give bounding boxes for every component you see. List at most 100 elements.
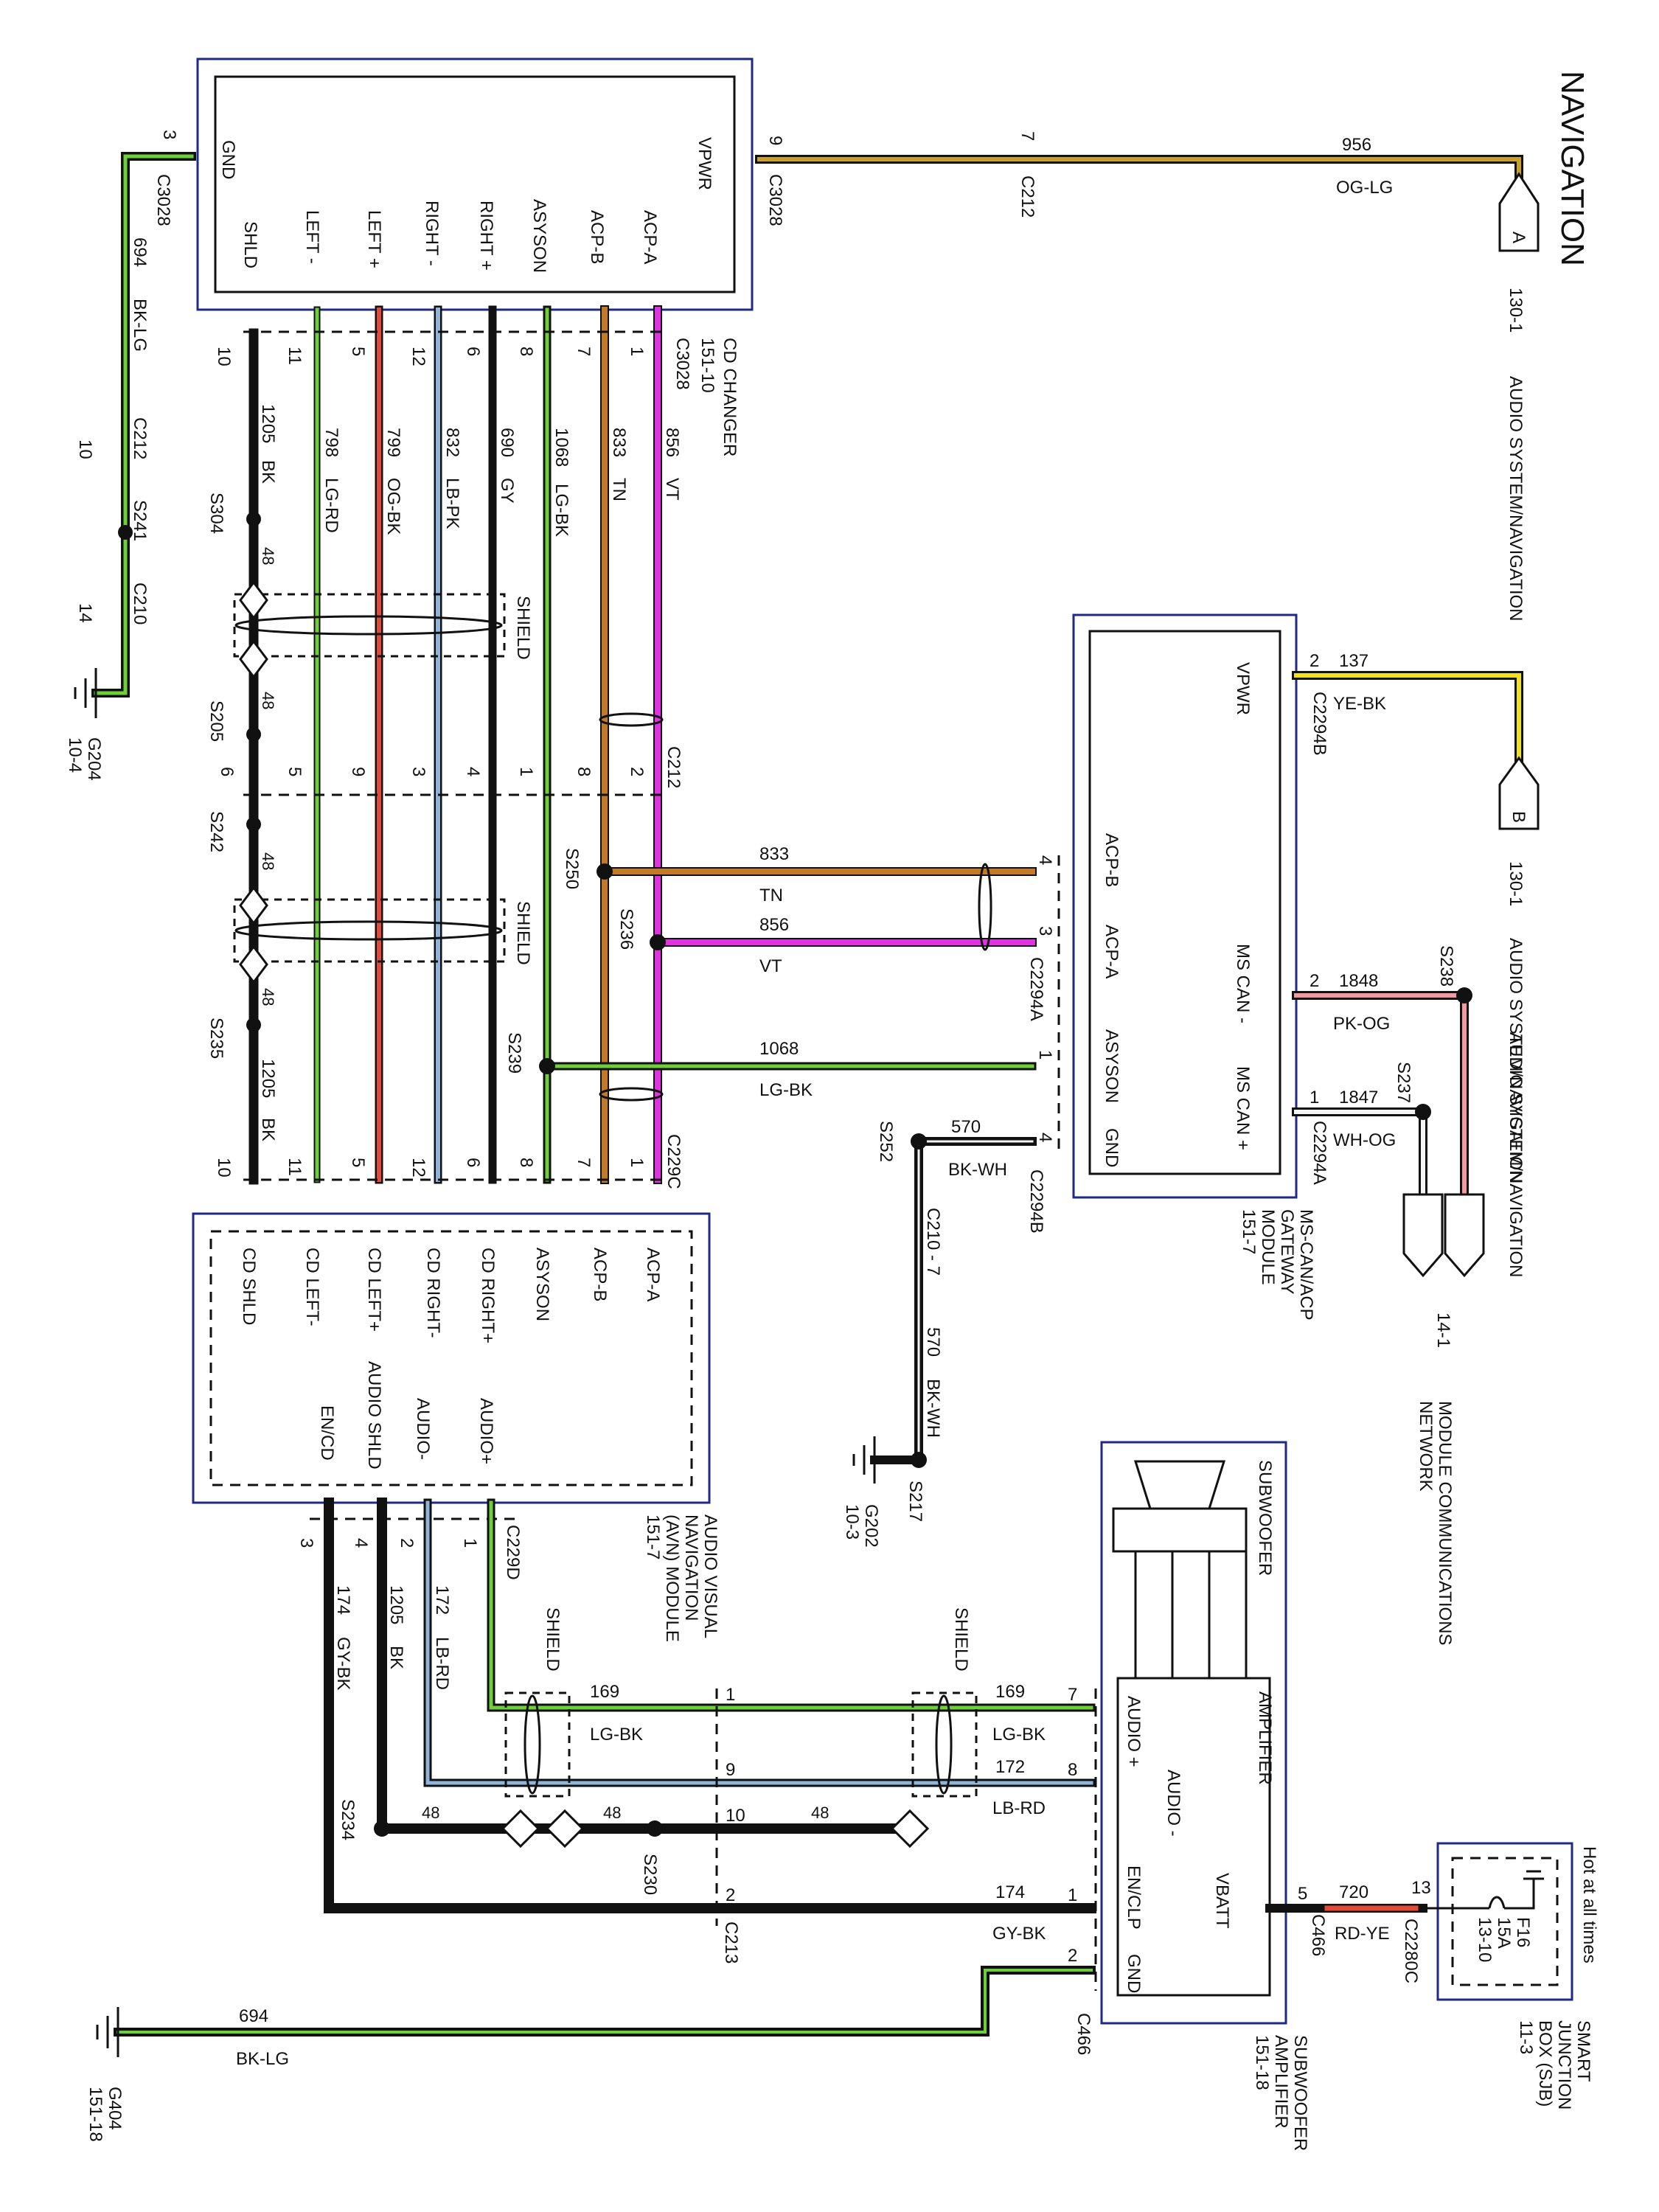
audio-drain-c: 48 [811,1804,829,1822]
c212-left-pin: 10 [75,439,95,459]
g202-ref: 10-3 [842,1504,862,1540]
s205: S205 [206,700,226,742]
g204: G204 [84,737,104,781]
wire-694-left-num: 694 [130,237,150,267]
avn-pin-acp-b: ACP-B [590,1248,610,1301]
sjb-name-1: JUNCTION [1554,2020,1574,2110]
cd-wire-color-0-low: BK [258,1118,278,1141]
cd-pin-c212-6: 8 [574,767,594,776]
sjb-fuse-1: 15A [1494,1917,1514,1949]
c3028-left: C3028 [153,174,173,226]
cd-pin-c212-7: 2 [627,767,647,776]
s250: S250 [562,848,582,889]
cd-wire-color-0: BK [258,460,278,484]
cd-wire-num-3: 832 [442,428,462,457]
cd-wire-num-7: 856 [662,428,682,457]
cd-pin-top-4: 6 [463,347,483,356]
s304: S304 [206,493,226,534]
gw-pin-asyson: ASYSON [1102,1029,1121,1103]
drain-48-b: 48 [259,692,277,709]
gw-name-0: MS-CAN/ACP [1296,1209,1316,1321]
drain-48-d: 48 [259,988,277,1006]
cd-pin-c212-0: 6 [217,767,237,776]
sjb-name-0: SMART [1573,2020,1593,2082]
pin-shld: SHLD [240,221,260,268]
cd-wire-color-6: TN [609,478,629,501]
connector-b: B [1509,811,1528,823]
cd-changer-ref: 151-10 [698,338,717,393]
audio-pin-1: 2 [397,1538,417,1548]
wire-694-bottom-color: BK-LG [236,2049,289,2069]
wire-956-num: 956 [1342,135,1371,155]
cd-pin-top-0: 10 [214,347,234,366]
cd-wire-color-1: LG-RD [321,478,341,533]
gw-pin-acp-a: ACP-A [1102,925,1121,978]
amp-pin-audio-minus: AUDIO - [1164,1770,1183,1837]
avn-name-0: AUDIO VISUAL [700,1514,720,1638]
gw-c2294b-top: C2294B [1310,692,1329,756]
amp-w172-num: 172 [995,1757,1025,1777]
amp-c466-gnd: C466 [1074,2013,1093,2055]
audio-pin-3: 3 [296,1538,316,1548]
amp-w172-pin: 8 [1068,1760,1077,1780]
audio-shield-left [504,1691,571,1798]
cd-shield-lower [233,898,506,963]
pin-asyson: ASYSON [529,199,549,273]
c213-pin-3: 2 [726,1885,735,1905]
s239: S239 [504,1032,524,1074]
wire-1848-num: 1848 [1339,971,1378,991]
cd-shield-lower-label: SHIELD [513,901,533,965]
network-label-1: MODULE COMMUNICATIONS [1435,1401,1455,1646]
audio-169-color-left: LG-BK [590,1725,643,1745]
c210-left: C210 [130,582,150,625]
subwoofer-amplifier: SUBWOOFER AMPLIFIER AUDIO + AUDIO - EN/C… [992,1441,1310,2151]
amp-amplifier: AMPLIFIER [1255,1691,1275,1785]
cd-wire-color-2: OG-BK [383,478,403,535]
audio-wire-num-3: 174 [333,1585,353,1615]
avn-pin-cd-right-minus: CD RIGHT- [423,1248,443,1338]
sjb-fuse-2: 13-10 [1475,1917,1495,1962]
cd-pin-top-5: 8 [516,347,536,356]
amp-w174-pin: 1 [1068,1885,1077,1905]
wire-137: 2 137 YE-BK B 130-1 AUDIO SYSTEM/NAVIGAT… [1292,651,1540,1183]
cd-wire-bundle: SHIELD SHIELD 48 48 48 48 S304 S205 S242… [206,305,684,1189]
audio-wire-color-2: BK [386,1646,406,1669]
s241: S241 [130,500,150,541]
cd-wire-num-1: 798 [321,428,341,457]
audio-shield-left-label: SHIELD [543,1607,563,1672]
gw-asyson-pin: 1 [1035,1050,1055,1060]
sjb-name-2: BOX (SJB) [1535,2020,1555,2107]
wire-1847-num: 1847 [1339,1088,1378,1107]
pin-left-minus: LEFT - [302,210,322,264]
avn-pin-audio-plus: AUDIO+ [476,1398,496,1464]
avn-c229d: C229D [503,1525,523,1580]
c3028-right-pin: 9 [765,136,785,145]
wire-956-color: OG-LG [1336,178,1393,198]
c213-pin-1: 9 [726,1760,735,1780]
gw-c2294b-bottom: C2294B [1026,1169,1046,1234]
amp-pin-en-clp: EN/CLP [1124,1865,1144,1930]
pin-gnd: GND [218,140,238,179]
gw-acpa-pin: 3 [1035,926,1055,936]
gw-pin-gnd: GND [1102,1128,1121,1167]
wire-570: 570 BK-WH S252 C210 - 7 570 BK-WH S217 G… [842,1117,1037,1548]
s235: S235 [206,1018,226,1059]
pin-right-minus: RIGHT - [422,201,442,266]
amp-pin-vbatt: VBATT [1212,1873,1232,1929]
audio-shield-right-label: SHIELD [951,1607,971,1672]
cd-pin-bottom-2: 5 [348,1158,368,1167]
sjb-pin: 13 [1411,1878,1431,1898]
wire-1068-color: LG-BK [759,1080,813,1100]
wire-856-num: 856 [759,915,789,935]
cd-pin-c212-2: 9 [348,767,368,776]
wire-694-bottom-num: 694 [239,2006,268,2026]
pin-vpwr: VPWR [695,137,714,190]
audio-wire-bundle: SHIELD SHIELD 48 48 48 S234 S230 1 2 4 3… [296,1498,1096,1964]
connector-a-label: AUDIO SYSTEM/NAVIGATION [1506,376,1526,621]
wire-856-color: VT [759,956,782,976]
s242: S242 [206,811,226,852]
cd-pin-bottom-3: 12 [408,1158,428,1178]
audio-pin-0: 1 [460,1538,480,1548]
s234: S234 [338,1799,358,1840]
c3028-right: C3028 [765,174,785,226]
